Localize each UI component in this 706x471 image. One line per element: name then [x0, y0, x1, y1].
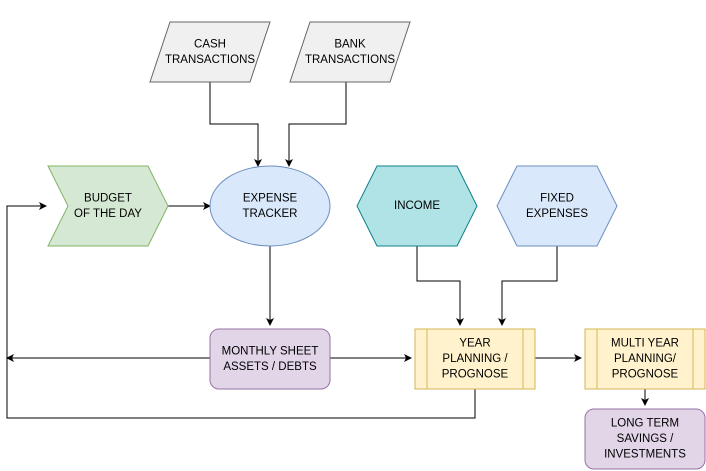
node-label: INCOME: [394, 200, 440, 212]
nodes: CASH TRANSACTIONS BANK TRANSACTIONS BUDGET OF…: [47, 21, 706, 470]
node-label: TRANSACTIONS: [165, 54, 255, 66]
node-label: LONG TERM: [611, 418, 679, 430]
node-longterm[interactable]: LONG TERM SAVINGS / INVESTMENTS: [584, 408, 706, 470]
node-label: INVESTMENTS: [604, 449, 686, 461]
node-label: PROGNOSE: [442, 369, 509, 381]
node-label: BANK: [334, 38, 366, 50]
edge-bank-to-expense: [285, 82, 347, 167]
node-year[interactable]: YEAR PLANNING / PROGNOSE: [414, 328, 536, 390]
edge-income-to-year: [416, 246, 464, 326]
node-label: MULTI YEAR: [611, 338, 679, 350]
node-monthly[interactable]: MONTHLY SHEET ASSETS / DEBTS: [209, 328, 331, 390]
node-label: CASH: [194, 38, 226, 50]
node-fixed-shape: [496, 165, 618, 247]
node-bank-shape: [289, 21, 411, 83]
node-label: SAVINGS /: [617, 433, 674, 445]
edges: [6, 82, 649, 419]
node-label: MONTHLY SHEET: [222, 345, 319, 357]
node-label: ASSETS / DEBTS: [223, 361, 317, 373]
edge-fixed-to-year: [498, 246, 558, 326]
edge-year-loop-to-budget: [6, 202, 476, 419]
node-label: YEAR: [459, 338, 490, 350]
node-budget-shape: [47, 165, 169, 247]
node-fixed[interactable]: FIXED EXPENSES: [496, 165, 618, 247]
node-monthly-shape: [209, 328, 331, 390]
node-longterm-shape: [584, 408, 706, 470]
node-label: PROGNOSE: [612, 369, 679, 381]
node-bank[interactable]: BANK TRANSACTIONS: [289, 21, 411, 83]
node-budget[interactable]: BUDGET OF THE DAY: [47, 165, 169, 247]
node-label: OF THE DAY: [74, 208, 142, 220]
node-expense[interactable]: EXPENSE TRACKER: [209, 165, 331, 247]
node-label: PLANNING /: [442, 353, 508, 365]
node-label: EXPENSE: [243, 192, 298, 204]
node-label: TRACKER: [243, 208, 298, 220]
edge-cash-to-expense: [209, 82, 262, 167]
node-income[interactable]: INCOME: [356, 165, 478, 247]
node-multi-shape: [584, 328, 706, 390]
node-label: TRANSACTIONS: [305, 54, 395, 66]
node-year-shape: [414, 328, 536, 390]
node-label: FIXED: [540, 192, 574, 204]
node-cash[interactable]: CASH TRANSACTIONS: [149, 21, 271, 83]
node-income-shape: [356, 165, 478, 247]
node-label: EXPENSES: [526, 208, 588, 220]
node-expense-shape: [209, 165, 331, 247]
node-multi[interactable]: MULTI YEAR PLANNING/PROGNOSE: [584, 328, 706, 390]
node-cash-shape: [149, 21, 271, 83]
node-label: BUDGET: [84, 192, 132, 204]
node-label: PLANNING/: [614, 353, 677, 365]
